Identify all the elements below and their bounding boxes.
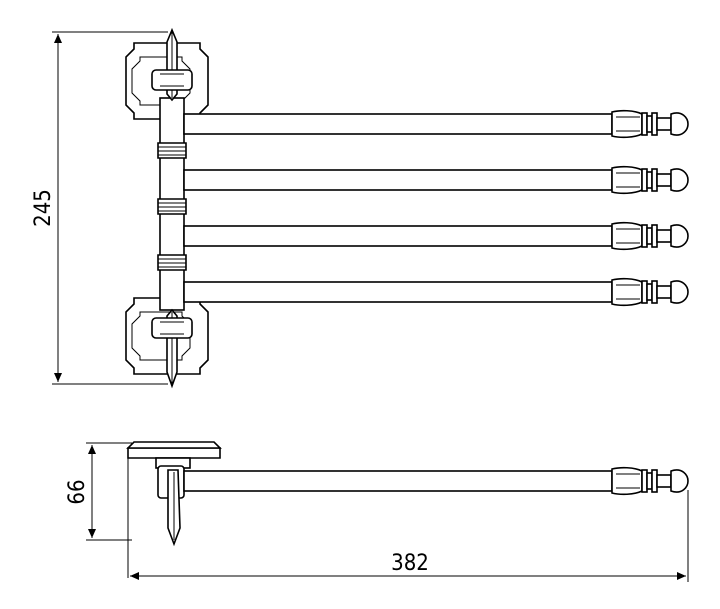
length-dimension: 382 bbox=[130, 490, 689, 582]
length-dimension-label: 382 bbox=[391, 551, 429, 576]
towel-arm-3 bbox=[183, 221, 689, 251]
towel-arm-2 bbox=[183, 165, 689, 195]
pivot-column bbox=[157, 97, 187, 311]
depth-dimension: 66 bbox=[65, 442, 132, 541]
height-dimension: 245 bbox=[31, 31, 168, 385]
side-view: 66 382 bbox=[65, 441, 689, 582]
depth-dimension-label: 66 bbox=[65, 479, 90, 504]
height-dimension-label: 245 bbox=[31, 189, 56, 227]
top-pin bbox=[151, 27, 193, 102]
bottom-pin bbox=[151, 308, 193, 389]
towel-arm-1 bbox=[183, 109, 689, 139]
towel-arm-4 bbox=[183, 277, 689, 307]
side-mounting-plate bbox=[126, 441, 222, 578]
side-pivot bbox=[157, 465, 185, 547]
front-view: 245 bbox=[31, 27, 689, 389]
side-towel-arm bbox=[183, 466, 689, 496]
